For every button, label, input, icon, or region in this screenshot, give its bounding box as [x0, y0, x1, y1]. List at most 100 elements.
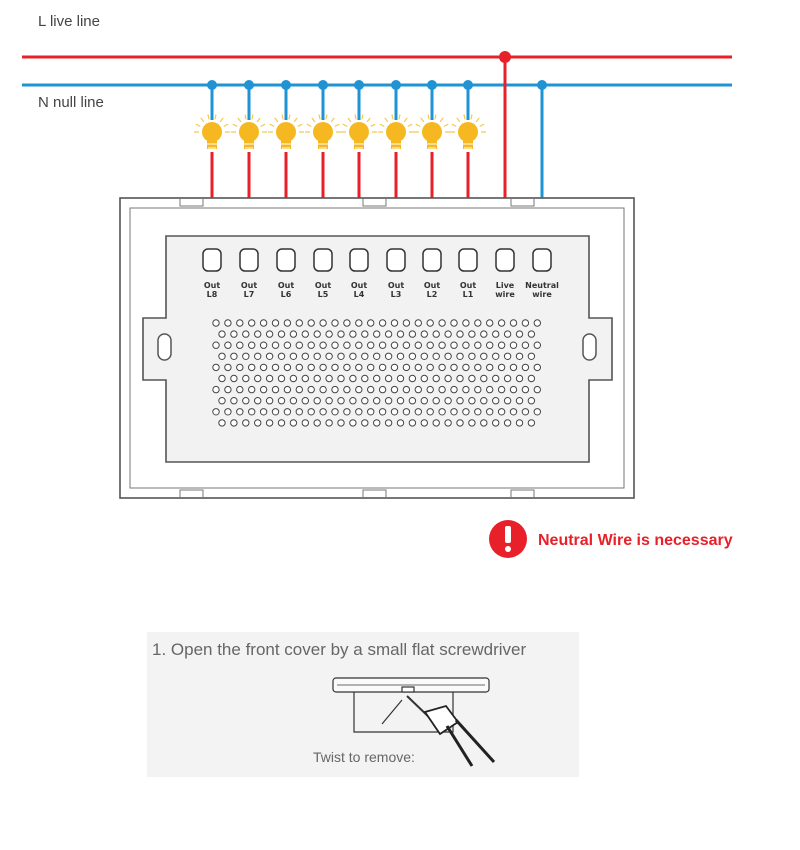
vent-hole — [230, 397, 238, 405]
vent-hole — [271, 319, 280, 327]
vent-hole — [480, 330, 488, 338]
vent-hole — [497, 385, 506, 394]
vent-hole — [450, 319, 458, 327]
vent-hole — [313, 397, 321, 405]
vent-hole — [462, 341, 470, 349]
vent-hole — [492, 352, 500, 360]
terminal-label: Out — [388, 281, 404, 290]
vent-hole — [212, 385, 220, 394]
vent-hole — [402, 408, 411, 416]
vent-hole — [283, 408, 292, 416]
terminal-label: L2 — [427, 290, 438, 299]
vent-hole — [509, 341, 518, 349]
vent-hole — [259, 363, 268, 372]
vent-hole — [468, 330, 476, 338]
vent-hole — [301, 330, 309, 338]
cover-drawing — [332, 677, 490, 733]
vent-hole — [283, 385, 292, 394]
vent-hole — [486, 408, 494, 416]
vent-hole — [301, 419, 309, 427]
vent-hole — [248, 408, 256, 416]
vent-hole — [521, 341, 530, 349]
vent-hole — [230, 419, 238, 427]
vent-hole — [355, 385, 363, 394]
vent-hole — [456, 330, 464, 338]
vent-hole — [527, 419, 536, 427]
vent-hole — [432, 352, 440, 360]
vent-hole — [224, 363, 232, 372]
switch-panel — [119, 197, 635, 499]
vent-hole — [349, 374, 357, 383]
vent-hole — [283, 319, 292, 327]
terminal-socket — [386, 248, 406, 272]
neutral-junction-dot — [537, 80, 547, 90]
vent-hole — [414, 319, 422, 327]
vent-hole — [527, 397, 536, 405]
vent-hole — [325, 397, 333, 405]
vent-hole — [367, 363, 375, 372]
vent-hole — [277, 374, 286, 383]
vent-hole — [533, 408, 541, 416]
vent-hole — [462, 385, 470, 394]
vent-hole — [242, 352, 250, 360]
terminal-label: wire — [532, 290, 552, 299]
vent-hole — [432, 374, 440, 383]
vent-hole — [509, 408, 518, 416]
vent-hole — [396, 419, 405, 427]
vent-hole — [242, 374, 250, 383]
vent-hole — [390, 363, 399, 372]
live-junction-dot — [499, 51, 511, 63]
vent-hole — [301, 352, 309, 360]
vent-hole — [355, 408, 363, 416]
vent-hole — [265, 374, 274, 383]
vent-hole — [319, 363, 327, 372]
vent-hole — [301, 397, 309, 405]
vent-hole — [337, 352, 345, 360]
terminal-socket — [495, 248, 515, 272]
vent-hole — [355, 319, 363, 327]
vent-hole — [521, 319, 530, 327]
vent-hole — [242, 397, 250, 405]
vent-hole — [468, 419, 476, 427]
vent-hole — [373, 352, 381, 360]
vent-hole — [224, 408, 232, 416]
vent-hole — [331, 385, 339, 394]
vent-hole — [396, 397, 405, 405]
vent-hole — [218, 352, 226, 360]
vent-hole — [450, 385, 458, 394]
vent-hole — [361, 397, 369, 405]
vent-hole — [236, 363, 244, 372]
vent-hole — [242, 419, 250, 427]
vent-hole — [521, 385, 530, 394]
vent-hole — [456, 352, 464, 360]
vent-hole — [432, 397, 440, 405]
vent-hole — [295, 341, 303, 349]
warning-text: Neutral Wire is necessary — [538, 532, 733, 549]
terminal-socket — [422, 248, 442, 272]
vent-hole — [480, 352, 488, 360]
vent-hole — [450, 363, 458, 372]
vent-hole — [402, 341, 411, 349]
terminal-label: L1 — [463, 290, 474, 299]
vent-hole — [283, 341, 292, 349]
vent-hole — [283, 363, 292, 372]
vent-hole — [533, 363, 541, 372]
vent-hole — [527, 374, 536, 383]
vent-hole — [349, 352, 357, 360]
vent-hole — [289, 374, 298, 383]
vent-hole — [426, 385, 434, 394]
neutral-junction-dot — [281, 80, 291, 90]
vent-hole — [432, 419, 440, 427]
vent-hole — [212, 319, 220, 327]
vent-hole — [212, 341, 220, 349]
vent-hole — [521, 363, 530, 372]
vent-hole — [408, 330, 417, 338]
vent-hole — [444, 330, 452, 338]
vent-hole — [420, 374, 428, 383]
vent-grille — [212, 319, 541, 427]
instruction-panel: 1. Open the front cover by a small flat … — [147, 632, 579, 777]
vent-hole — [462, 319, 470, 327]
vent-hole — [265, 397, 274, 405]
vent-hole — [414, 408, 422, 416]
vent-hole — [378, 363, 387, 372]
